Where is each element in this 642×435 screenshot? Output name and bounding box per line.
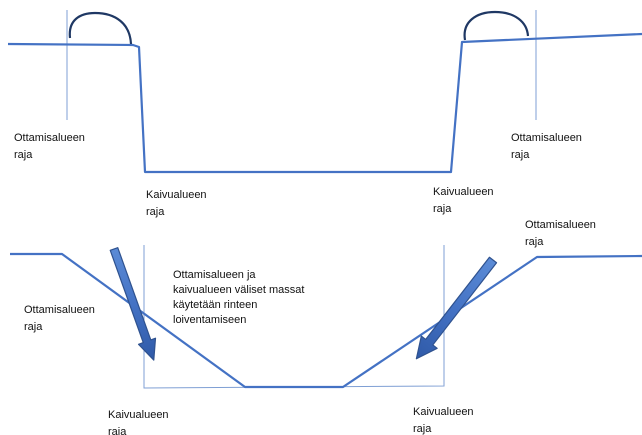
- top-left-ottamis-label: Ottamisalueen raja: [14, 130, 85, 164]
- label-line: Ottamisalueen: [24, 304, 95, 316]
- label-line: raja: [146, 206, 165, 218]
- annotation-line: loiventamiseen: [173, 314, 247, 326]
- annotation-line: Ottamisalueen ja: [173, 269, 256, 281]
- bottom-left-ottamis-label: Ottamisalueen raja: [24, 302, 95, 336]
- annotation-line: kaivualueen väliset massat: [173, 284, 305, 296]
- label-line: raja: [413, 423, 432, 435]
- bottom-left-kaivu-label: Kaivualueen raja: [108, 407, 169, 435]
- label-line: raja: [511, 149, 530, 161]
- label-line: Ottamisalueen: [525, 219, 596, 231]
- left-arrow: [109, 247, 157, 361]
- label-line: raja: [24, 321, 43, 333]
- label-line: raja: [108, 426, 127, 435]
- label-line: Ottamisalueen: [14, 132, 85, 144]
- top-right-ottamis-label: Ottamisalueen raja: [511, 130, 582, 164]
- bottom-profile: [10, 245, 642, 389]
- label-line: Kaivualueen: [433, 186, 494, 198]
- top-profile: [7, 10, 642, 174]
- bottom-right-ottamis-label: Ottamisalueen raja: [525, 217, 596, 251]
- mass-usage-annotation: Ottamisalueen ja kaivualueen väliset mas…: [173, 268, 304, 328]
- top-right-soil-heap: [463, 10, 530, 41]
- top-left-soil-heap: [68, 11, 133, 45]
- label-line: Kaivualueen: [146, 189, 207, 201]
- bottom-excavation-profile: [10, 252, 642, 389]
- label-line: Ottamisalueen: [511, 132, 582, 144]
- label-line: raja: [433, 203, 452, 215]
- top-right-kaivu-label: Kaivualueen raja: [433, 184, 494, 218]
- top-left-kaivu-label: Kaivualueen raja: [146, 187, 207, 221]
- right-arrow: [415, 256, 498, 360]
- top-excavation-profile: [7, 32, 642, 174]
- label-line: raja: [525, 236, 544, 248]
- annotation-line: käytetään rinteen: [173, 299, 258, 311]
- label-line: Kaivualueen: [413, 406, 474, 418]
- label-line: Kaivualueen: [108, 409, 169, 421]
- label-line: raja: [14, 149, 33, 161]
- bottom-right-kaivu-label: Kaivualueen raja: [413, 404, 474, 435]
